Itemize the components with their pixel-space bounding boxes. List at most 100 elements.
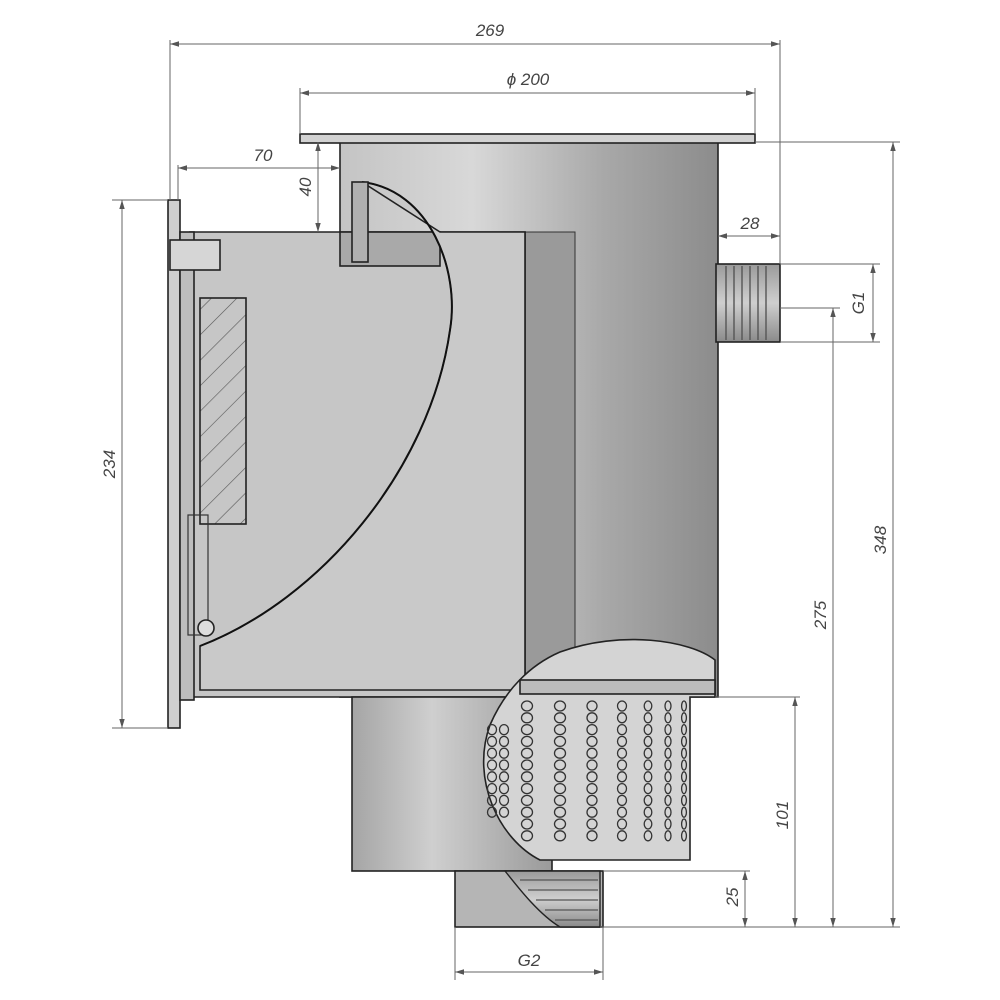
perforation-hole bbox=[680, 712, 688, 724]
dim-front-height: 234 bbox=[100, 450, 119, 479]
perforation-hole bbox=[586, 806, 598, 818]
perforation-hole bbox=[553, 759, 567, 771]
perforation-hole bbox=[553, 782, 567, 795]
perforation-hole bbox=[616, 759, 628, 771]
perforation-hole bbox=[520, 759, 534, 771]
perforation-hole bbox=[664, 806, 672, 818]
perforation-hole bbox=[586, 830, 598, 842]
dim-overall-width: 269 bbox=[475, 21, 505, 40]
perforation-hole bbox=[553, 700, 567, 712]
top-flange bbox=[299, 133, 756, 144]
perforation-hole bbox=[486, 806, 498, 818]
perforation-hole bbox=[553, 818, 567, 830]
hinge-pin bbox=[197, 619, 215, 637]
perforation-hole bbox=[586, 700, 598, 712]
perforation-hole bbox=[680, 735, 688, 748]
perforation-hole bbox=[643, 771, 653, 783]
perforation-hole bbox=[643, 723, 653, 736]
perforation-hole bbox=[680, 771, 688, 783]
perforation-hole bbox=[616, 723, 628, 736]
perforation-hole bbox=[680, 747, 688, 759]
dim-bottom-outlet-thread: G2 bbox=[518, 951, 541, 970]
perforation-hole bbox=[680, 759, 688, 771]
perforation-hole bbox=[664, 723, 672, 736]
perforation-hole bbox=[520, 735, 534, 748]
perforation-hole bbox=[586, 771, 598, 783]
bottom-outlet bbox=[454, 870, 604, 928]
perforation-hole bbox=[520, 830, 534, 842]
perforation-hole bbox=[680, 794, 688, 807]
perforation-hole bbox=[643, 782, 653, 795]
perforation-hole bbox=[664, 782, 672, 795]
perforation-hole bbox=[520, 771, 534, 783]
perforation-hole bbox=[486, 735, 498, 748]
perforation-hole bbox=[498, 806, 510, 818]
perforation-hole bbox=[586, 759, 598, 771]
perforation-hole bbox=[680, 723, 688, 736]
perforation-hole bbox=[553, 747, 567, 759]
perforation-hole bbox=[486, 747, 498, 759]
perforation-hole bbox=[586, 782, 598, 795]
perforation-hole bbox=[664, 700, 672, 712]
dim-side-outlet-thread: G1 bbox=[849, 292, 868, 315]
dimension-labels: 269 ϕ 200 70 40 28 G1 234 348 275 101 25… bbox=[100, 21, 890, 970]
perforation-hole bbox=[616, 818, 628, 830]
perforation-hole bbox=[643, 759, 653, 771]
perforation-hole bbox=[643, 818, 653, 830]
dimension-lines bbox=[112, 40, 900, 980]
perforation-hole bbox=[498, 735, 510, 748]
perforation-hole bbox=[616, 771, 628, 783]
perforation-hole bbox=[553, 830, 567, 842]
perforation-hole bbox=[586, 818, 598, 830]
perforation-hole bbox=[643, 806, 653, 818]
perforation-hole bbox=[553, 712, 567, 724]
perforation-hole bbox=[586, 712, 598, 724]
perforation-hole bbox=[616, 806, 628, 818]
perforation-hole bbox=[520, 806, 534, 818]
perforation-hole bbox=[680, 806, 688, 818]
perforation-hole bbox=[586, 735, 598, 748]
dim-lip-height: 40 bbox=[296, 177, 315, 196]
perforation-hole bbox=[520, 782, 534, 795]
perforation-hole bbox=[680, 700, 688, 712]
filter-basket bbox=[482, 638, 716, 861]
perforation-hole bbox=[486, 759, 498, 771]
perforation-hole bbox=[486, 723, 498, 736]
perforation-hole bbox=[520, 712, 534, 724]
dim-flange-diameter: ϕ 200 bbox=[507, 70, 550, 89]
perforation-hole bbox=[664, 747, 672, 759]
perforation-hole bbox=[498, 771, 510, 783]
perforation-hole bbox=[664, 771, 672, 783]
perforation-hole bbox=[498, 794, 510, 807]
perforation-hole bbox=[643, 735, 653, 748]
perforation-hole bbox=[664, 759, 672, 771]
perforation-hole bbox=[616, 747, 628, 759]
perforation-hole bbox=[498, 747, 510, 759]
perforation-hole bbox=[498, 759, 510, 771]
perforation-hole bbox=[664, 818, 672, 830]
perforation-hole bbox=[616, 712, 628, 724]
perforation-hole bbox=[664, 712, 672, 724]
side-outlet bbox=[715, 263, 781, 343]
dim-basket-height: 101 bbox=[773, 801, 792, 829]
perforation-hole bbox=[643, 712, 653, 724]
perforation-hole bbox=[616, 735, 628, 748]
perforation-hole bbox=[586, 794, 598, 807]
perforation-hole bbox=[520, 747, 534, 759]
perforation-hole bbox=[520, 723, 534, 736]
perforation-hole bbox=[553, 771, 567, 783]
perforation-hole bbox=[553, 735, 567, 748]
perforation-hole bbox=[586, 723, 598, 736]
perforation-hole bbox=[680, 830, 688, 842]
perforation-hole bbox=[486, 782, 498, 795]
perforation-hole bbox=[664, 830, 672, 842]
perforation-hole bbox=[498, 723, 510, 736]
dim-overall-height: 348 bbox=[871, 525, 890, 554]
perforation-hole bbox=[643, 700, 653, 712]
perforation-hole bbox=[616, 830, 628, 842]
perforation-hole bbox=[664, 735, 672, 748]
dim-front-depth: 70 bbox=[254, 146, 273, 165]
perforation-hole bbox=[616, 700, 628, 712]
perforation-hole bbox=[643, 747, 653, 759]
perforation-hole bbox=[486, 771, 498, 783]
